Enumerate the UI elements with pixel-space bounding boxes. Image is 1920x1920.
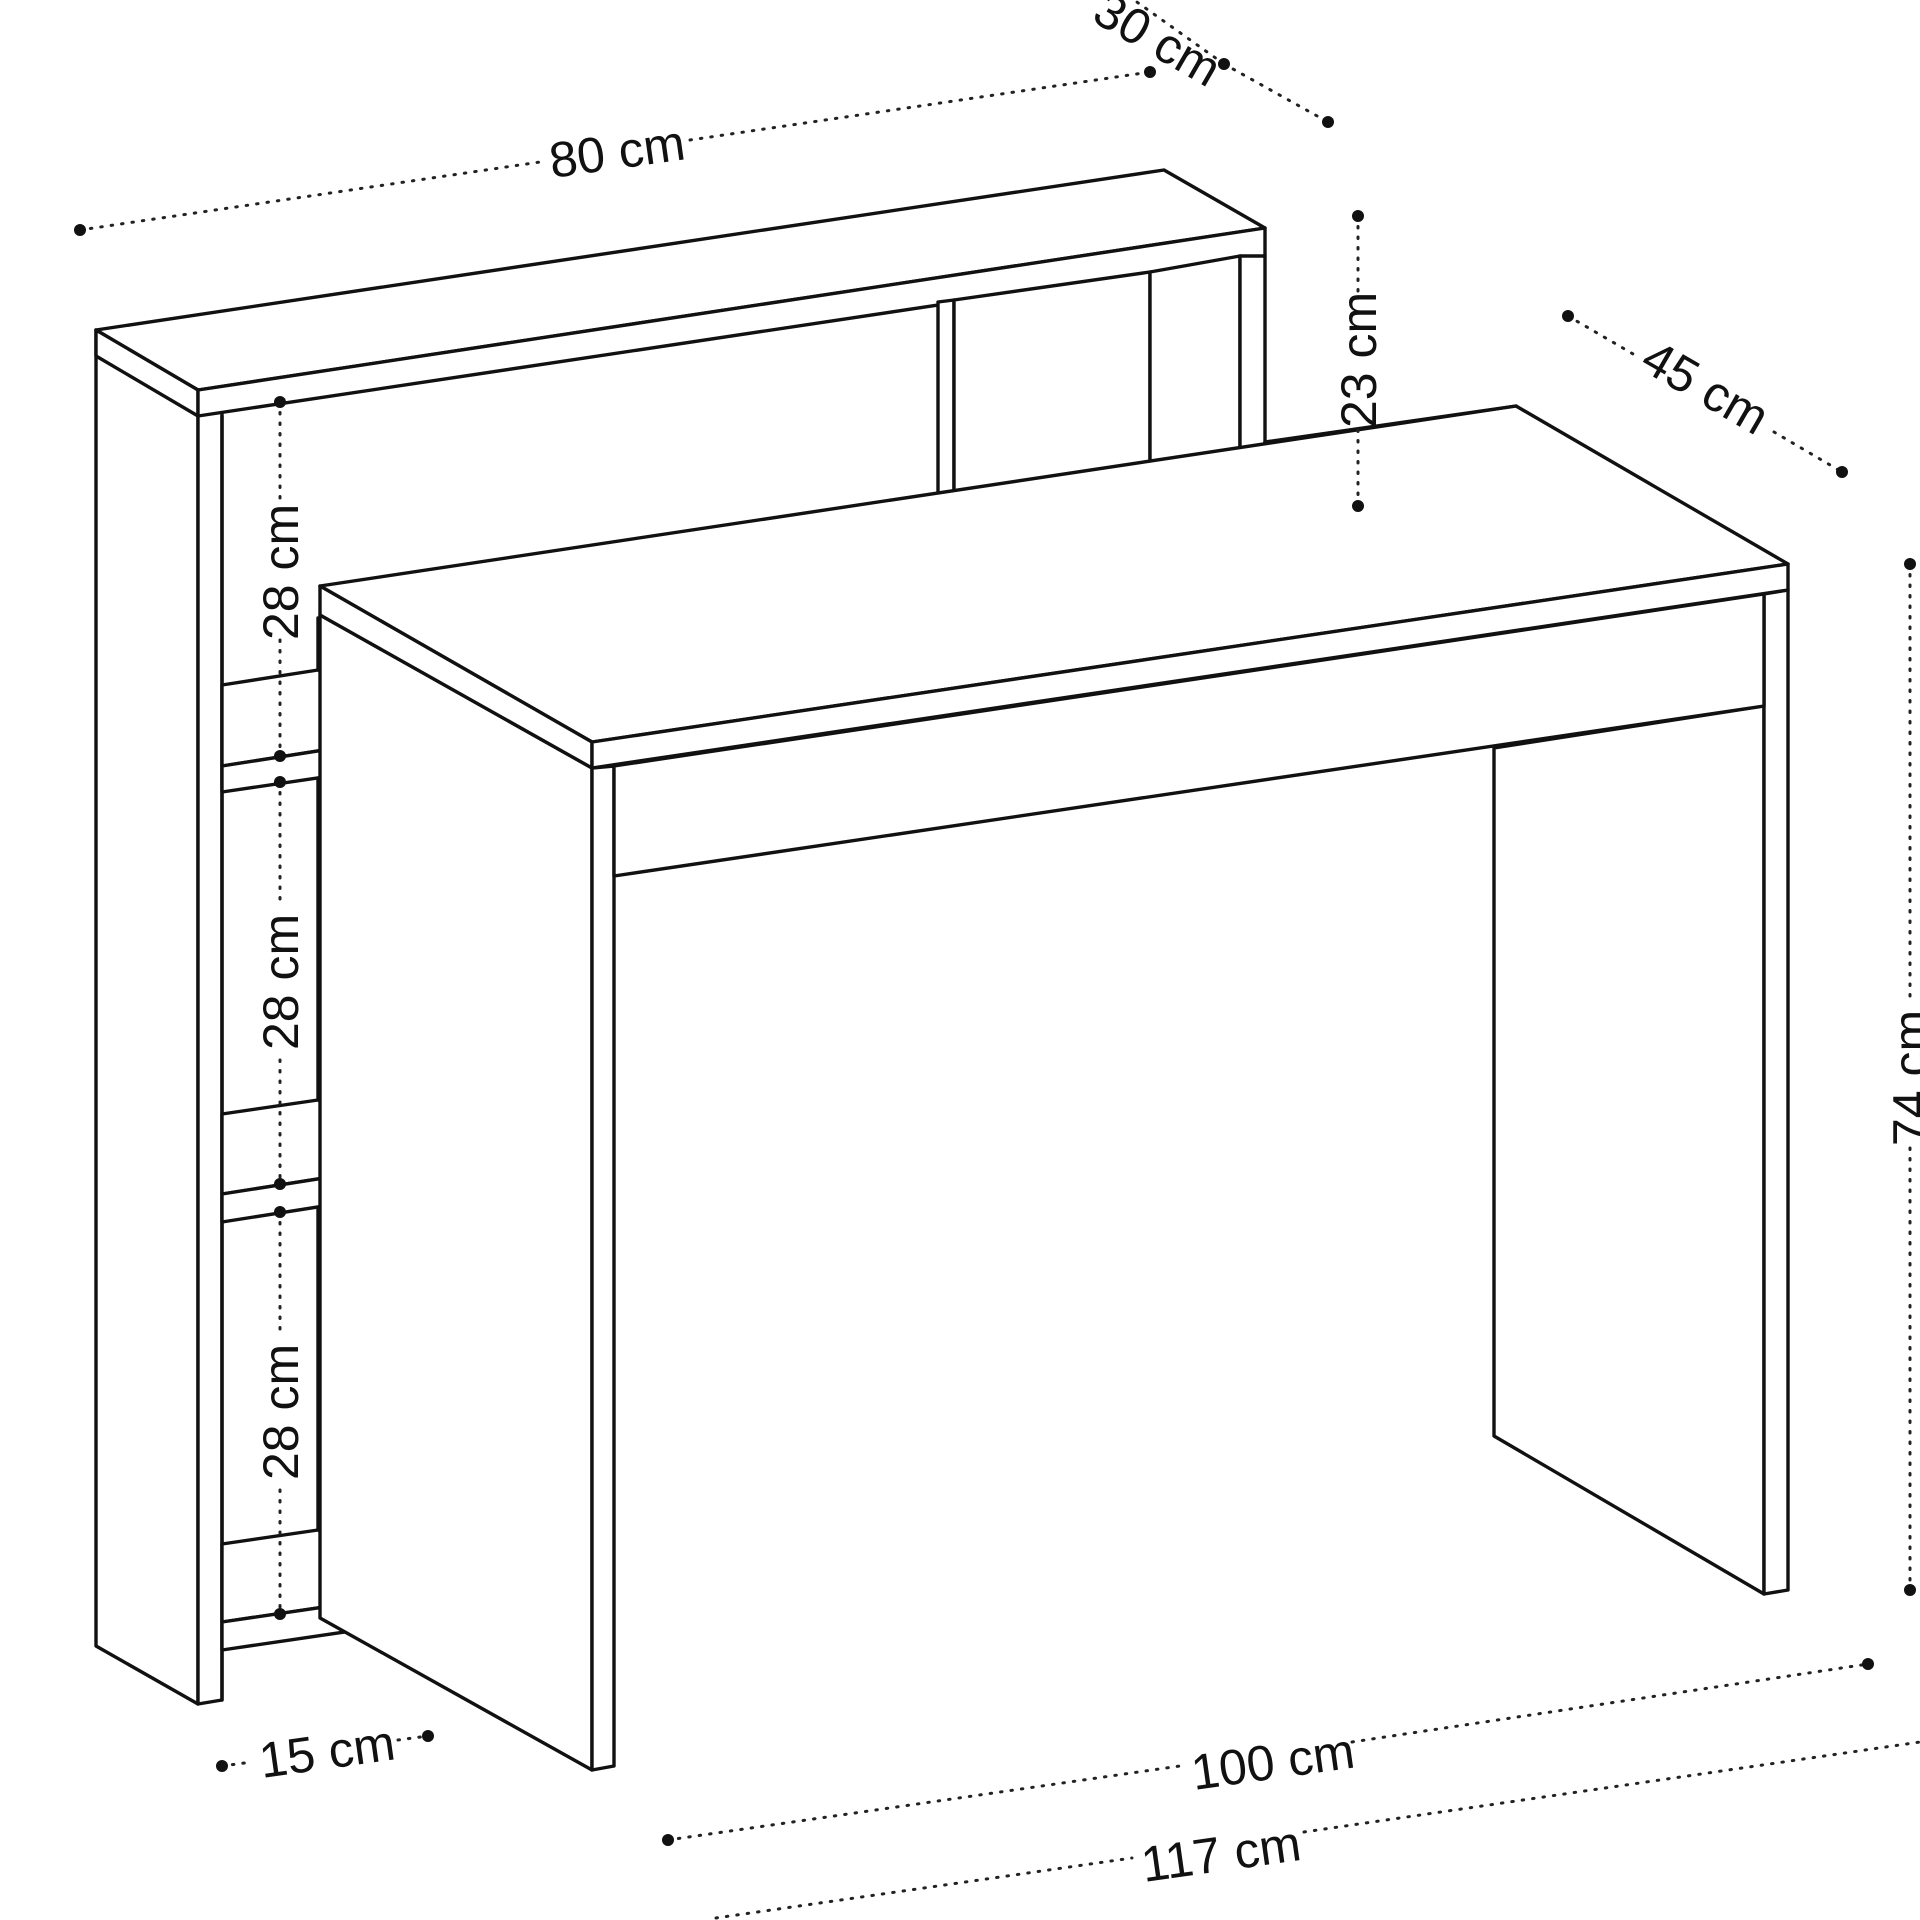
- dim-dot: [1562, 310, 1574, 322]
- dim-dot: [274, 750, 286, 762]
- label-desk-width: 100 cm: [1188, 1723, 1358, 1801]
- desk-back-edge: [1263, 404, 1518, 444]
- dim-dot: [1862, 1658, 1874, 1670]
- desk-top-front-edge: [590, 562, 1790, 770]
- dim-dot: [1352, 500, 1364, 512]
- dim-dot: [1218, 58, 1230, 70]
- label-shelf-gap-3: 28 cm: [253, 1344, 309, 1480]
- shelf-unit-side-panel: [94, 328, 200, 1706]
- dim-desk-depth-line: [1566, 314, 1642, 360]
- dim-dot: [422, 1730, 434, 1742]
- label-shelf-gap-2: 28 cm: [253, 914, 309, 1050]
- dim-dot: [1322, 116, 1334, 128]
- desk-right-leg: [1492, 704, 1766, 1596]
- dim-dot: [274, 1178, 286, 1190]
- dim-dot: [274, 776, 286, 788]
- dim-hutch-width-line: [78, 160, 542, 232]
- dim-dot: [1904, 1584, 1916, 1596]
- dim-desk-depth-line-2: [1772, 430, 1844, 474]
- label-depth-top: 30 cm: [1085, 0, 1231, 98]
- label-hutch-height: 23 cm: [1331, 292, 1387, 428]
- dim-dot: [1904, 558, 1916, 570]
- dim-depth-top-line-2: [1222, 62, 1330, 124]
- hutch-divider: [936, 298, 956, 504]
- dim-dot: [274, 1206, 286, 1218]
- label-desk-height: 74 cm: [1883, 1010, 1920, 1146]
- label-hutch-width: 80 cm: [546, 114, 689, 188]
- dim-total-width-line: [714, 1856, 1134, 1920]
- label-total-width: 117 cm: [1138, 1815, 1304, 1893]
- dim-dot: [74, 224, 86, 236]
- dim-dot: [216, 1760, 228, 1772]
- desk-left-leg-front: [590, 764, 616, 1772]
- dim-depth-top-line: [1131, 0, 1226, 66]
- label-desk-depth: 45 cm: [1633, 329, 1779, 446]
- dim-dot: [1836, 466, 1848, 478]
- dim-dot: [274, 1608, 286, 1620]
- dim-total-width-line-2: [1302, 1740, 1920, 1834]
- dim-dot: [662, 1834, 674, 1846]
- dim-desk-width-line: [666, 1764, 1182, 1842]
- dim-hutch-width-line-2: [688, 70, 1152, 142]
- dim-desk-width-line-2: [1350, 1662, 1870, 1744]
- dim-dot: [274, 396, 286, 408]
- desk-left-leg: [318, 613, 594, 1772]
- shelf-unit-front-edge: [196, 384, 224, 1706]
- desk-right-leg-front: [1762, 588, 1790, 1596]
- dim-dot: [1144, 66, 1156, 78]
- dim-dot: [1352, 210, 1364, 222]
- label-shelf-gap-1: 28 cm: [253, 504, 309, 640]
- label-shelf-depth: 15 cm: [256, 1714, 399, 1788]
